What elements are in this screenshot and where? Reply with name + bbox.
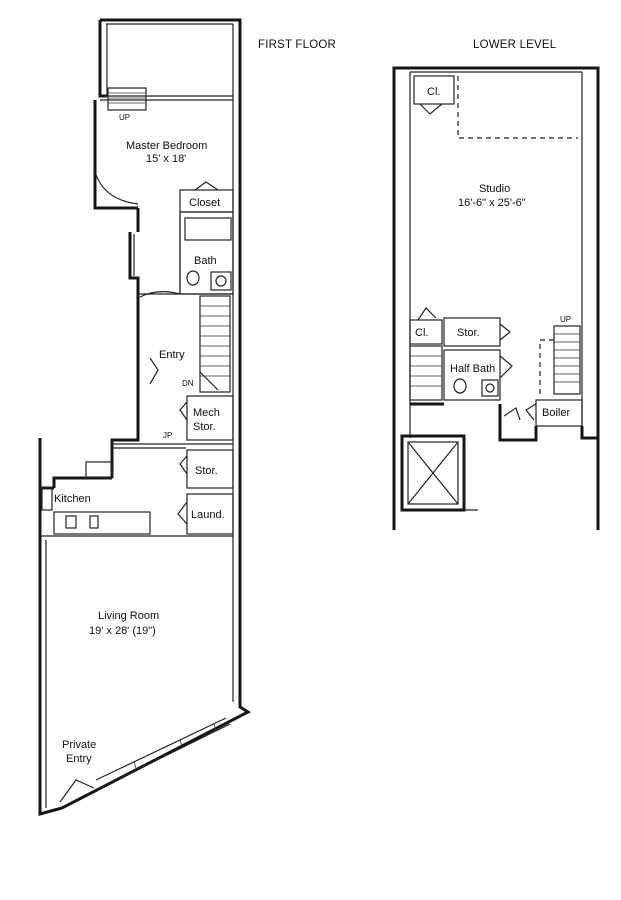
lower-bottom-walls xyxy=(410,402,598,442)
lower-level-exterior-wall xyxy=(392,66,600,530)
jp-label: JP xyxy=(163,431,172,440)
bedroom-left-wall xyxy=(93,100,138,210)
first-floor-stor-label: Stor. xyxy=(195,465,218,477)
lower-top-closet-label: Cl. xyxy=(427,86,440,98)
laundry-room: Laund. xyxy=(177,493,234,535)
kitchen-counter-bottom xyxy=(53,511,151,535)
bath-room: Bath xyxy=(179,211,234,295)
lower-stair-dashed xyxy=(539,339,554,394)
private-entry-label-2: Entry xyxy=(66,753,92,765)
half-bath-room: Half Bath xyxy=(443,349,513,401)
laundry-label: Laund. xyxy=(191,509,225,521)
front-window-wall xyxy=(95,717,231,789)
lower-up-label: UP xyxy=(560,315,571,324)
kitchen-sink-2 xyxy=(89,515,99,529)
half-bath-toilet xyxy=(453,378,467,394)
mech-label-line2: Stor. xyxy=(193,421,216,433)
kitchen-window xyxy=(41,487,53,511)
lower-top-closet: Cl. xyxy=(413,75,455,115)
private-entry-door xyxy=(59,779,95,803)
terrace-lines xyxy=(100,24,233,101)
kitchen-counter-top xyxy=(85,461,113,479)
terrace-left-wall xyxy=(98,20,107,98)
lower-hall-door xyxy=(503,407,521,421)
kitchen-area: Kitchen xyxy=(38,438,233,537)
entry-door-arc xyxy=(139,291,181,298)
closet-room: Closet xyxy=(179,181,234,213)
mech-door xyxy=(179,401,188,421)
kitchen-left-wall xyxy=(38,438,112,490)
lower-level-heading: LOWER LEVEL xyxy=(473,39,557,51)
studio-label: Studio xyxy=(479,183,510,195)
lower-level-inner-wall xyxy=(409,71,583,438)
living-room-label: Living Room xyxy=(98,610,159,622)
closet-label: Closet xyxy=(189,197,220,209)
entry-left-wall xyxy=(110,294,140,478)
bathtub xyxy=(184,217,232,241)
bedroom-up-stairs: UP xyxy=(107,87,147,122)
lower-stor-label: Stor. xyxy=(457,327,480,339)
lower-bottom-step xyxy=(463,448,478,511)
kitchen-sink-1 xyxy=(65,515,77,529)
first-floor-exterior-wall xyxy=(38,18,252,816)
living-room-dims: 19' x 28' (19") xyxy=(89,625,156,637)
studio-dims: 16'-6" x 25'-6" xyxy=(458,197,526,209)
bath-corridor-wall xyxy=(138,212,233,295)
mech-storage-room: Mech Stor. xyxy=(179,395,234,441)
lower-storage-room: Stor. xyxy=(443,317,511,347)
first-floor-storage: Stor. xyxy=(179,449,234,489)
first-floor-heading: FIRST FLOOR xyxy=(258,39,336,51)
bath-label: Bath xyxy=(194,255,217,267)
entry-dn-label: DN xyxy=(182,379,194,388)
bath-toilet xyxy=(186,270,200,286)
boiler-room: Boiler xyxy=(525,399,583,427)
kitchen-label: Kitchen xyxy=(54,493,91,505)
lower-mid-closet: Cl. xyxy=(409,307,443,345)
bedroom-up-label: UP xyxy=(119,113,130,122)
lower-mid-closet-label: Cl. xyxy=(415,327,428,339)
half-bath-label: Half Bath xyxy=(450,363,495,375)
lower-left-stairs xyxy=(409,345,443,401)
bath-sink xyxy=(210,271,232,291)
master-bedroom-dims: 15' x 18' xyxy=(146,153,186,165)
bedroom-corridor-wall xyxy=(128,208,140,294)
mech-label-line1: Mech xyxy=(193,407,220,419)
lower-level-plan: Cl. Studio 16'-6" x 25'-6" Cl. Stor. Hal… xyxy=(392,66,600,530)
entry-label: Entry xyxy=(159,349,185,361)
entry-down-stairs: DN xyxy=(182,295,231,393)
private-entry-label-1: Private xyxy=(62,739,96,751)
closet-door-swing xyxy=(194,181,219,191)
boiler-label: Boiler xyxy=(542,407,570,419)
master-bedroom-label: Master Bedroom xyxy=(126,140,207,152)
first-floor-plan: UP Master Bedroom 15' x 18' Closet Bath xyxy=(38,18,252,816)
half-bath-sink xyxy=(481,379,499,397)
entry-door-swing xyxy=(149,357,159,385)
window-mullions xyxy=(133,723,217,769)
studio-overhead-dashed xyxy=(457,76,578,139)
bedroom-curved-door xyxy=(94,171,139,205)
lower-up-stairs: UP xyxy=(539,315,581,395)
lower-elevator-shaft xyxy=(400,434,466,512)
kitchen-top-wall xyxy=(112,443,233,449)
